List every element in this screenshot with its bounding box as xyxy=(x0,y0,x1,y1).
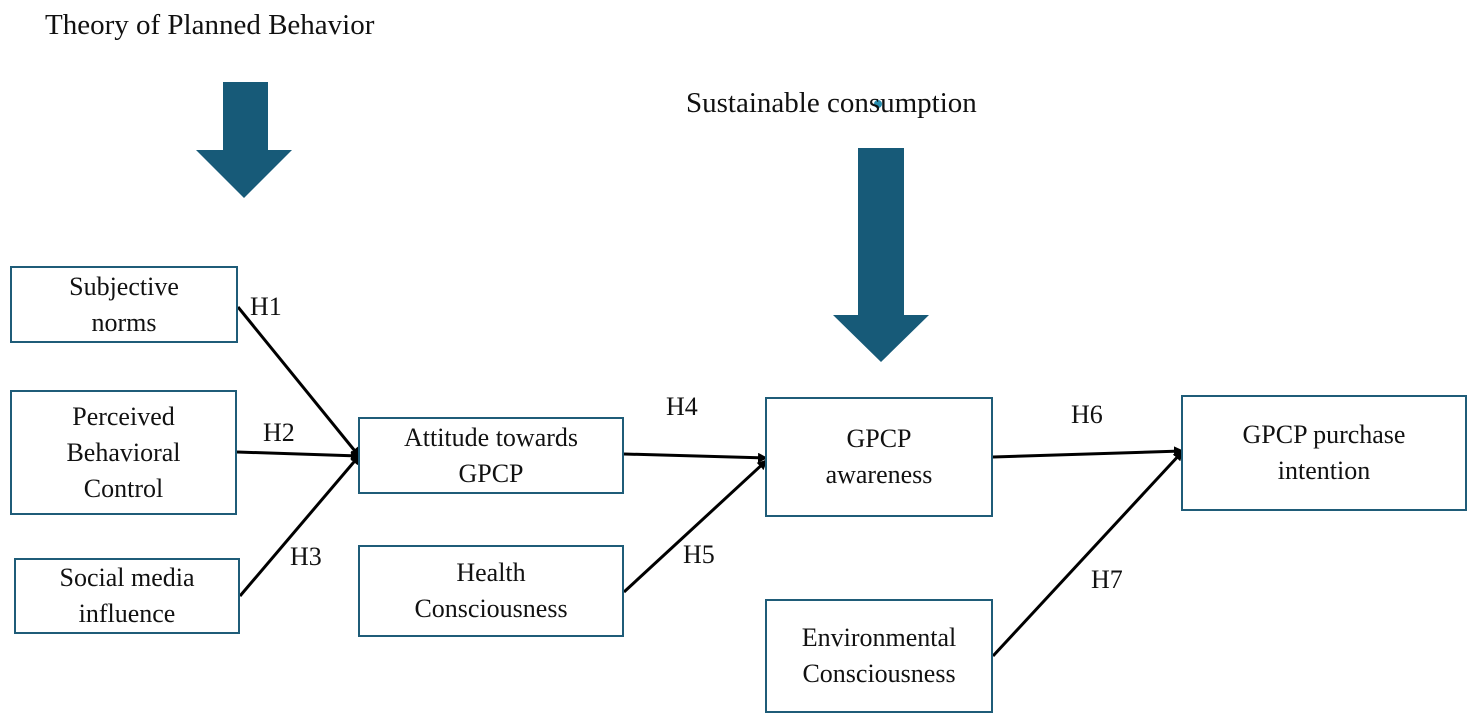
h5-path xyxy=(622,459,768,594)
perceived-behavioral-control-line-2: Behavioral xyxy=(66,437,181,467)
h6-label: H6 xyxy=(1071,400,1103,429)
subjective-norms-line-2: norms xyxy=(91,307,157,337)
h1-path xyxy=(236,306,361,458)
h7-path xyxy=(991,450,1184,658)
social-media-influence-line-1: Social media xyxy=(59,563,195,592)
tpb-down-arrow xyxy=(196,82,292,198)
sustainable-consumption-title: Sustainable consumption xyxy=(686,87,977,119)
subjective-norms-box: Subjective norms xyxy=(10,266,238,343)
h6-path xyxy=(992,446,1184,459)
health-consciousness-line-2: Consciousness xyxy=(414,594,568,623)
health-consciousness-line-1: Health xyxy=(456,558,526,587)
perceived-behavioral-control-line-3: Control xyxy=(83,473,164,503)
gpcp-awareness-box: GPCP awareness xyxy=(765,397,993,517)
tpb-title: Theory of Planned Behavior xyxy=(45,9,375,41)
gpcp-awareness-line-2: awareness xyxy=(825,460,933,489)
social-media-influence-line-2: influence xyxy=(78,599,176,628)
sustainable-down-arrow xyxy=(833,148,929,362)
h2-path xyxy=(236,450,361,461)
gpcp-purchase-intention-line-1: GPCP purchase xyxy=(1242,420,1406,449)
dot-mark xyxy=(874,100,882,108)
h5-label: H5 xyxy=(683,540,715,569)
environmental-consciousness-line-2: Consciousness xyxy=(802,659,956,688)
attitude-towards-gpcp-line-2: GPCP xyxy=(458,458,524,488)
h7-label: H7 xyxy=(1091,565,1123,594)
environmental-consciousness-line-1: Environmental xyxy=(801,623,957,652)
perceived-behavioral-control-line-1: Perceived xyxy=(72,401,175,431)
health-consciousness-box: Health Consciousness xyxy=(358,545,624,637)
gpcp-purchase-intention-line-2: intention xyxy=(1277,456,1371,485)
h2-label: H2 xyxy=(263,418,295,447)
h4-label: H4 xyxy=(666,392,698,421)
h1-label: H1 xyxy=(250,292,282,321)
perceived-behavioral-control-box: Perceived Behavioral Control xyxy=(10,390,237,515)
h4-path xyxy=(623,452,768,463)
environmental-consciousness-box: Environmental Consciousness xyxy=(765,599,993,713)
social-media-influence-box: Social media influence xyxy=(14,558,240,634)
h3-path xyxy=(238,454,361,597)
subjective-norms-line-1: Subjective xyxy=(69,271,179,301)
gpcp-purchase-intention-box: GPCP purchase intention xyxy=(1181,395,1467,511)
attitude-towards-gpcp-box: Attitude towards GPCP xyxy=(358,417,624,494)
gpcp-awareness-line-1: GPCP xyxy=(846,424,912,453)
attitude-towards-gpcp-line-1: Attitude towards xyxy=(403,422,579,452)
h3-label: H3 xyxy=(290,542,322,571)
